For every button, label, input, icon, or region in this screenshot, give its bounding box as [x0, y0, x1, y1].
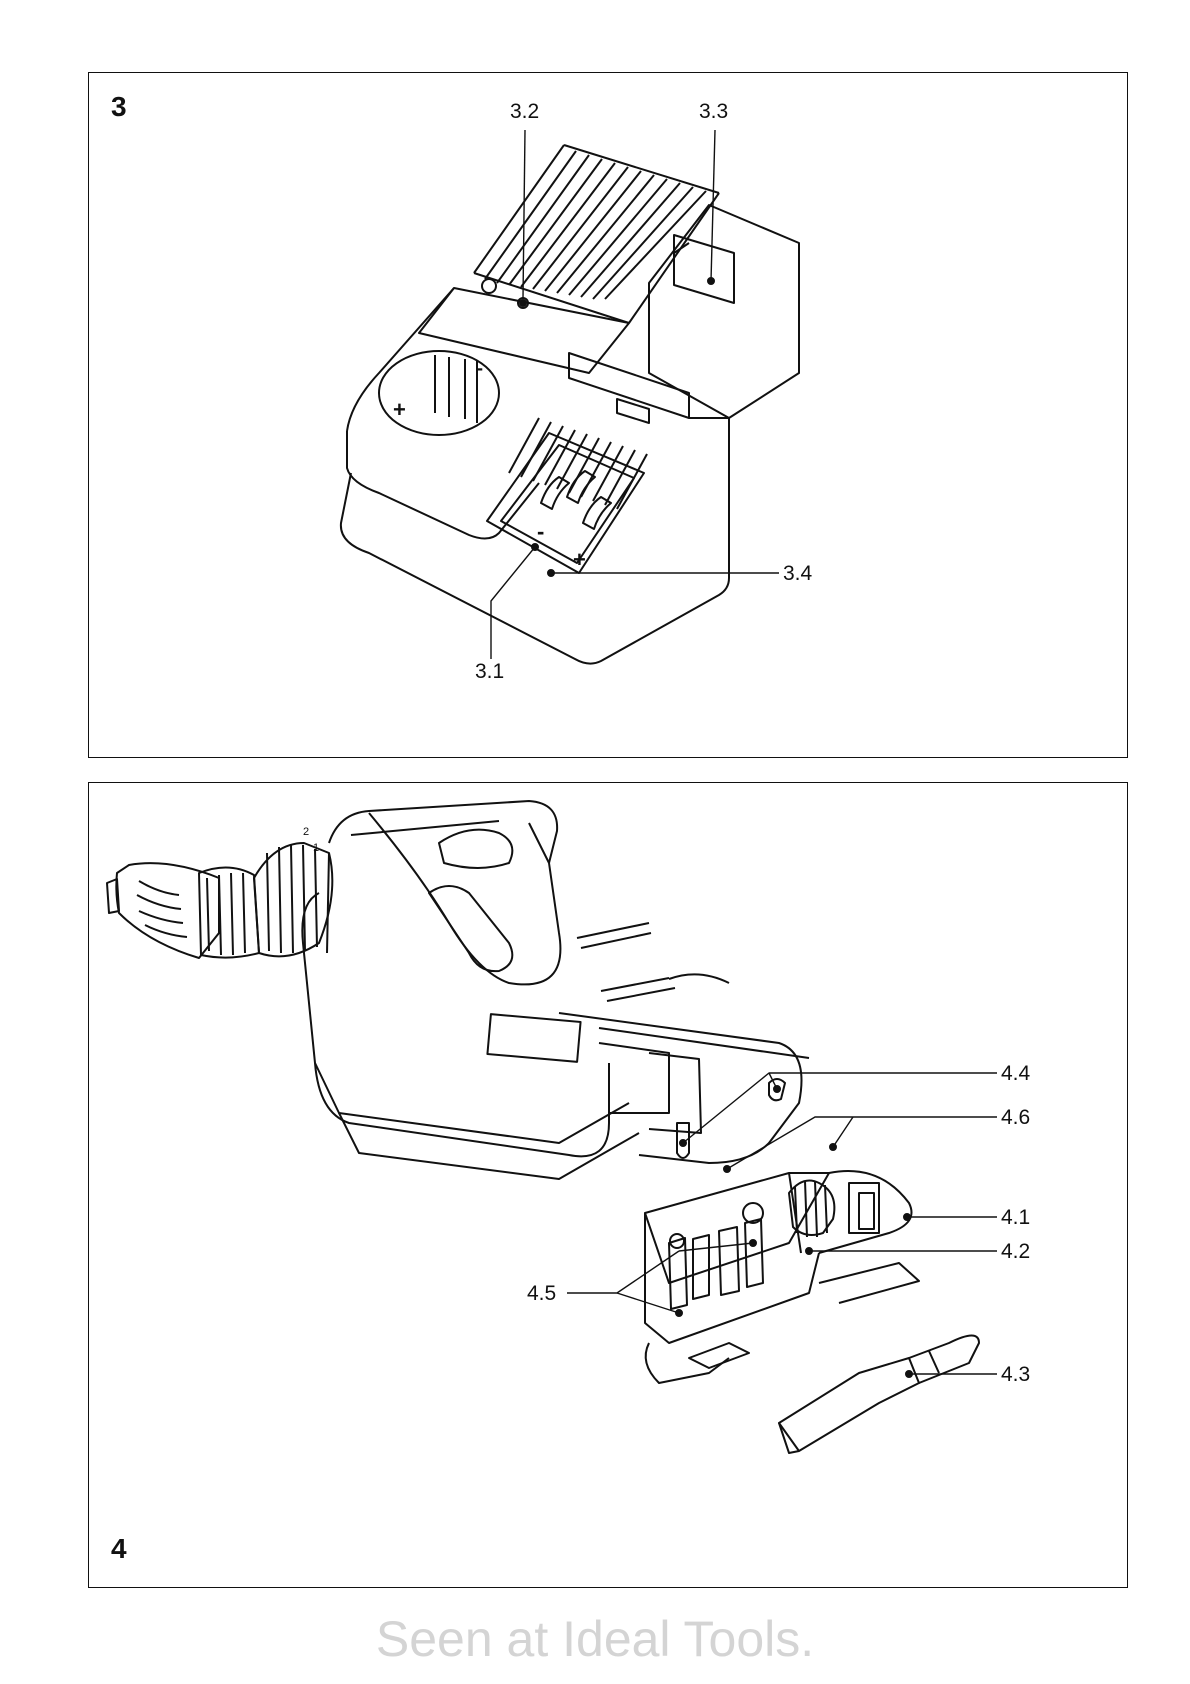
speed-mark-1: 1: [313, 843, 319, 854]
polarity-plus-well: +: [393, 399, 406, 421]
callout-3-3: 3.3: [699, 101, 728, 122]
leader-4-6: [727, 1117, 997, 1169]
contact-2: [567, 471, 595, 503]
figure-4-drill-panel: 4: [88, 782, 1128, 1588]
polarity-minus-well: -: [477, 359, 483, 377]
callout-3-1: 3.1: [475, 661, 504, 682]
callout-4-6: 4.6: [1001, 1107, 1030, 1128]
grip-ridges: [577, 923, 729, 1001]
leader-3-2: [523, 130, 525, 298]
callout-4-1: 4.1: [1001, 1207, 1030, 1228]
contact-1: [541, 477, 569, 509]
bit-holder: [645, 1171, 919, 1383]
torque-collar: [254, 843, 332, 956]
callout-4-3: 4.3: [1001, 1364, 1030, 1385]
polarity-plus-tray: +: [573, 549, 586, 571]
battery-pack: [302, 893, 809, 1179]
heat-sink-fins: [474, 145, 719, 323]
polarity-minus-tray: -: [537, 521, 544, 543]
screwdriver-bit: [779, 1336, 979, 1454]
drill-handle: [369, 813, 560, 984]
leader-4-5: [567, 1251, 679, 1293]
callout-4-4: 4.4: [1001, 1063, 1030, 1084]
watermark: Seen at Ideal Tools.: [0, 1610, 1190, 1668]
trigger: [429, 886, 512, 971]
callout-4-2: 4.2: [1001, 1241, 1030, 1262]
drill-housing-top: [329, 801, 557, 863]
figure-3-charger-panel: 3: [88, 72, 1128, 758]
callout-4-5: 4.5: [527, 1283, 556, 1304]
leader-3-1: [491, 547, 535, 659]
charger-housing-left: [347, 431, 539, 539]
drill-chuck: [107, 863, 259, 958]
callout-3-2: 3.2: [510, 101, 539, 122]
leader-4-4: [683, 1073, 997, 1143]
charger-rear-block: [649, 205, 799, 418]
callout-3-4: 3.4: [783, 563, 812, 584]
charger-illustration: [89, 73, 1129, 759]
drill-illustration: [89, 783, 1129, 1589]
speed-mark-2: 2: [303, 827, 309, 838]
